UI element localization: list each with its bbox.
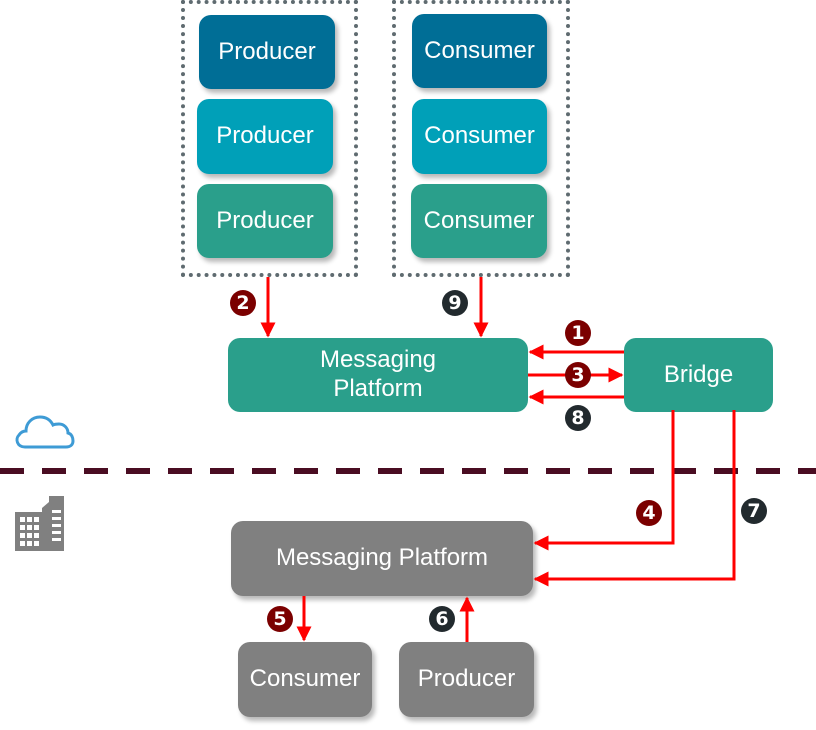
arrow-step-7 (533, 410, 736, 587)
node-label: Consumer (424, 122, 535, 150)
node-label: Consumer (249, 665, 361, 693)
step-badge-1: 1 (565, 320, 591, 346)
step-badge-9: 9 (442, 290, 468, 316)
step-number: 5 (273, 608, 287, 630)
arrow-step-4 (533, 410, 675, 551)
cloud-producer-2[interactable]: Producer (197, 99, 333, 174)
node-label-line-2: Platform (333, 375, 423, 402)
cloud-icon (15, 415, 75, 449)
building-icon (15, 496, 64, 551)
on-prem-messaging-platform[interactable]: Messaging Platform (231, 521, 533, 596)
node-label: Producer (216, 206, 314, 234)
on-prem-consumer[interactable]: Consumer (238, 642, 372, 717)
cloud-consumer-2[interactable]: Consumer (412, 99, 547, 174)
step-number: 3 (571, 364, 585, 386)
on-prem-producer[interactable]: Producer (399, 642, 534, 717)
cloud-consumer-3[interactable]: Consumer (411, 184, 547, 258)
bridge-node[interactable]: Bridge (624, 338, 773, 412)
node-label: Consumer (423, 206, 535, 234)
node-label: Producer (417, 665, 516, 693)
node-label: Producer (216, 122, 314, 150)
cloud-consumer-1[interactable]: Consumer (412, 14, 547, 88)
node-label: Bridge (663, 360, 734, 388)
cloud-producer-1[interactable]: Producer (199, 15, 335, 89)
step-badge-7: 7 (741, 498, 767, 524)
step-number: 1 (571, 322, 585, 344)
step-badge-6: 6 (429, 606, 455, 632)
step-number: 6 (435, 608, 449, 630)
node-label: Producer (218, 37, 316, 65)
cloud-consumer-group (392, 0, 570, 277)
step-number: 2 (236, 292, 250, 314)
step-number: 7 (747, 500, 761, 522)
step-number: 8 (571, 407, 585, 429)
node-label-line-1: Messaging (319, 346, 437, 374)
cloud-producer-group (181, 0, 358, 277)
cloud-messaging-platform[interactable]: Messaging Platform (228, 338, 528, 412)
node-label: Consumer (424, 36, 535, 64)
step-badge-3: 3 (565, 362, 591, 388)
step-badge-5: 5 (267, 606, 293, 632)
node-label: Messaging Platform (275, 544, 489, 572)
step-badge-4: 4 (636, 500, 662, 526)
step-number: 9 (448, 292, 462, 314)
cloud-producer-3[interactable]: Producer (197, 184, 333, 258)
step-badge-2: 2 (230, 290, 256, 316)
step-number: 4 (642, 502, 656, 524)
step-badge-8: 8 (565, 405, 591, 431)
